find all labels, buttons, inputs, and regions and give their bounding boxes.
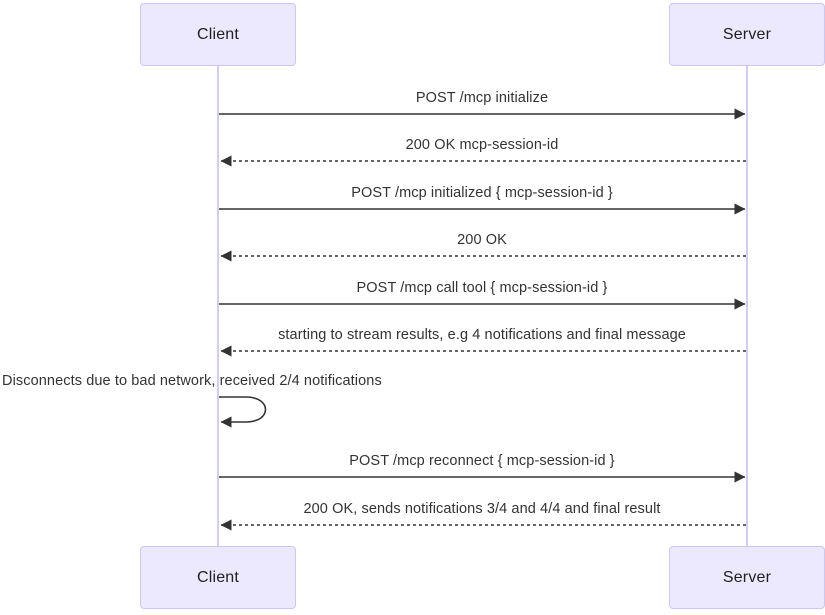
participant-box-server-top[interactable]: Server	[669, 3, 825, 66]
participant-label-server-bottom: Server	[722, 568, 772, 586]
participant-box-client-bottom[interactable]: Client	[140, 546, 296, 609]
participant-box-client-top[interactable]: Client	[140, 3, 296, 66]
participant-label-client-bottom: Client	[196, 568, 240, 586]
message-label-5: starting to stream results, e.g 4 notifi…	[278, 327, 686, 343]
message-label-0: POST /mcp initialize	[415, 90, 549, 106]
lifelines	[217, 66, 748, 546]
message-label-1: 200 OK mcp-session-id	[405, 137, 559, 153]
message-label-6-self-note: Disconnects due to bad network, received…	[2, 373, 382, 389]
participant-box-server-bottom[interactable]: Server	[669, 546, 825, 609]
message-label-4: POST /mcp call tool { mcp-session-id }	[356, 280, 608, 296]
participant-label-server-top: Server	[722, 25, 772, 43]
message-label-7: POST /mcp reconnect { mcp-session-id }	[349, 453, 615, 469]
message-label-8: 200 OK, sends notifications 3/4 and 4/4 …	[303, 501, 661, 517]
message-arrow-6-self-loop	[219, 396, 267, 428]
participant-label-client-top: Client	[196, 25, 240, 43]
message-label-2: POST /mcp initialized { mcp-session-id }	[351, 185, 613, 201]
message-arrows	[219, 108, 746, 531]
message-label-3: 200 OK	[457, 232, 507, 248]
